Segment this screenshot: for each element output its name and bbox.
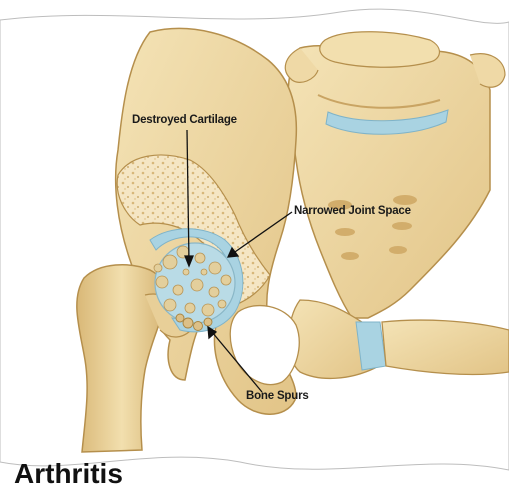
label-destroyed-cartilage: Destroyed Cartilage (132, 114, 237, 126)
label-narrowed-joint-space: Narrowed Joint Space (294, 205, 411, 217)
label-bone-spurs: Bone Spurs (246, 390, 309, 402)
caption-title: Arthritis (14, 460, 123, 488)
